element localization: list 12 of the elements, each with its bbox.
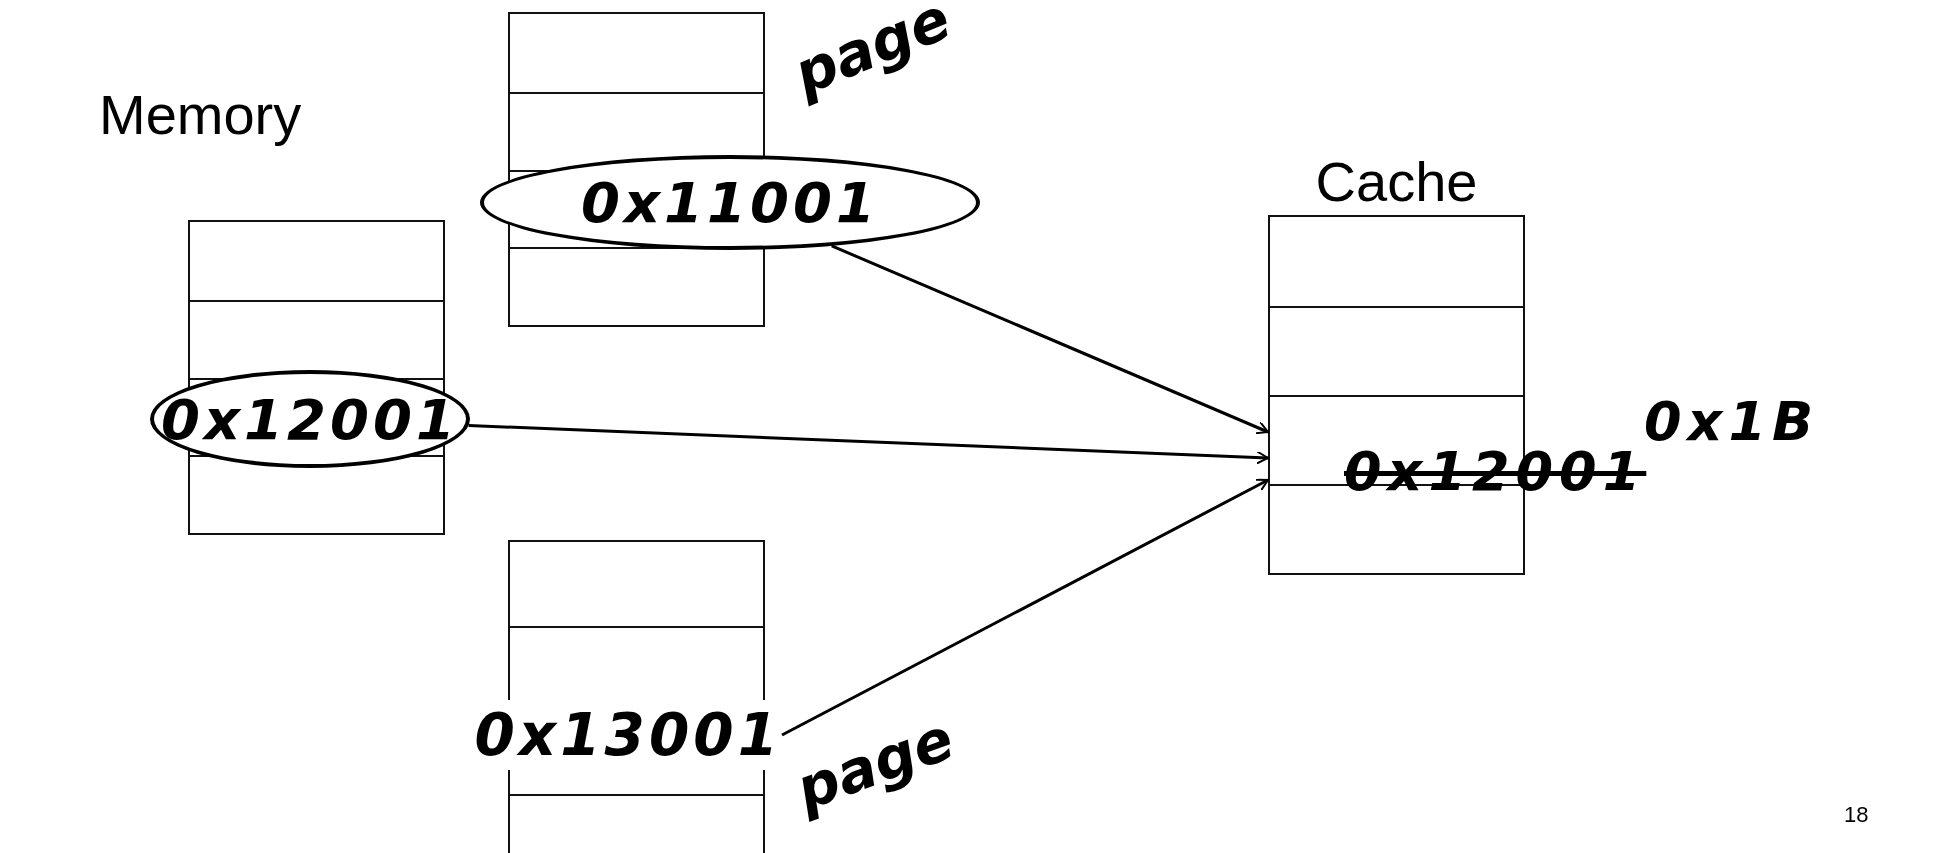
handwritten-note: page (786, 703, 964, 825)
handwritten-note: page (784, 0, 960, 108)
handwritten-address: 0x12001 (161, 386, 459, 452)
arrow (831, 244, 1269, 435)
handwritten-address: 0x13001 (474, 701, 782, 769)
page-number: 18 (1843, 802, 1870, 828)
handwritten-address: 0x1B (1643, 390, 1821, 453)
memory-heading: Memory (98, 82, 303, 147)
arrow (468, 423, 1269, 465)
arrow (781, 478, 1269, 737)
cache-heading: Cache (1314, 150, 1479, 215)
handwritten-address: 0x11001 (581, 170, 879, 235)
